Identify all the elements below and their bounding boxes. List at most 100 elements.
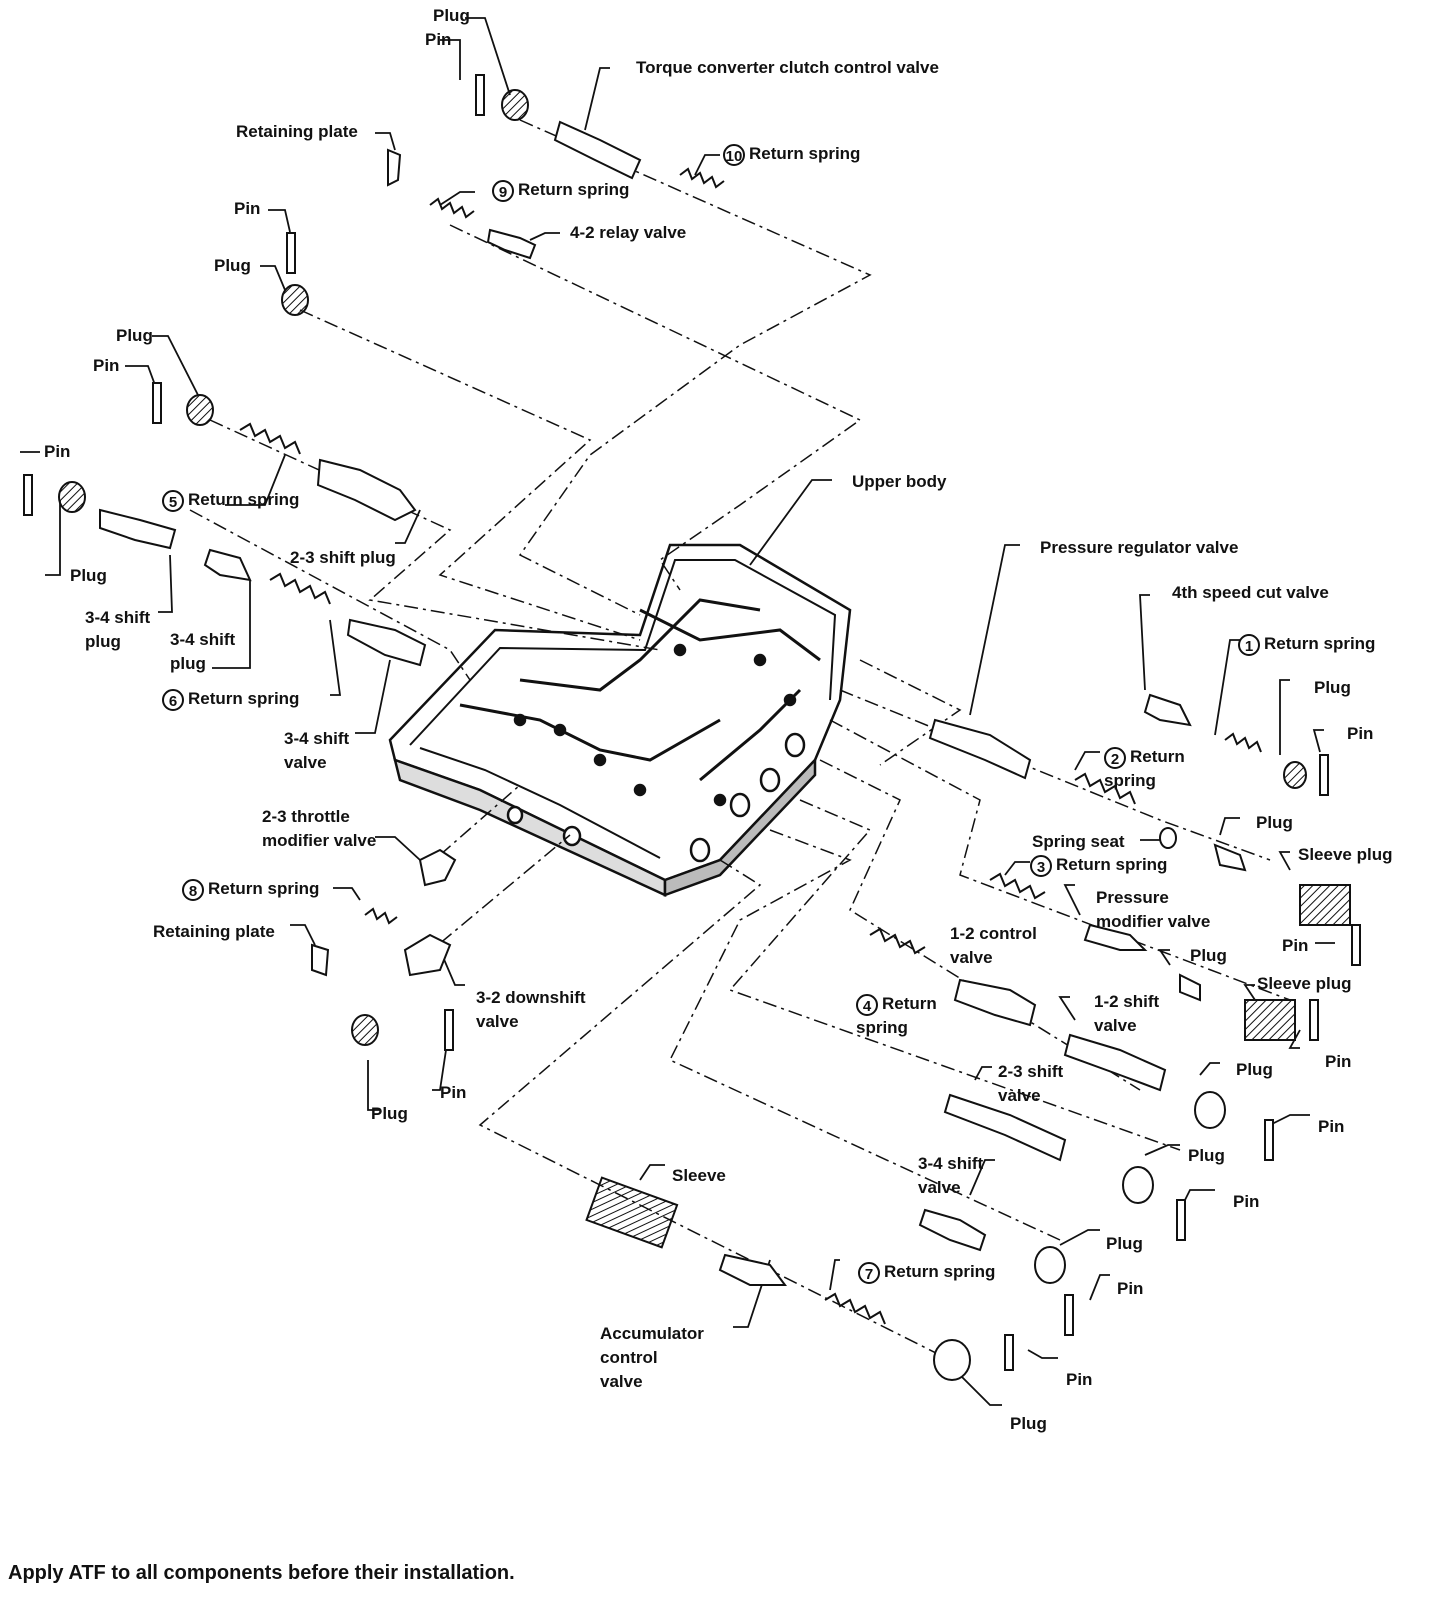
- plug-r7-part: [933, 1339, 971, 1381]
- label-plug-top: Plug: [433, 6, 470, 25]
- throttle-modifier-valve-part: [418, 848, 457, 887]
- return-spring-6-part: [269, 572, 331, 605]
- downshift-valve-3-2-part: [403, 933, 452, 977]
- label-pin-bottom-left: Pin: [440, 1083, 467, 1102]
- label-plug-r1: Plug: [1314, 678, 1351, 697]
- return-spring-9-part: [429, 197, 475, 219]
- label-sleeve-plug-1: Sleeve plug: [1298, 845, 1393, 864]
- label-plug-left1: Plug: [214, 256, 251, 275]
- return-spring-7-part: [824, 1292, 886, 1325]
- label-3-4-shift-plug-b: 3-4 shift plug: [170, 630, 236, 673]
- plug-r6-part: [1034, 1246, 1066, 1284]
- label-3-4-shift-valve-left: 3-4 shift valve: [284, 729, 350, 772]
- label-retaining-plate-top: Retaining plate: [236, 122, 358, 141]
- torque-converter-valve-part: [553, 120, 642, 180]
- sleeve-plug-2-part: [1244, 999, 1296, 1041]
- callout-5: 5: [162, 489, 184, 512]
- label-pin-left2: Pin: [93, 356, 120, 375]
- callout-10: 10: [723, 143, 745, 166]
- relay-valve-part: [486, 228, 537, 260]
- return-spring-3-part: [989, 872, 1046, 900]
- callout-1: 1: [1238, 633, 1260, 656]
- label-pin-r2: Pin: [1282, 936, 1309, 955]
- control-valve-1-2-part: [953, 978, 1037, 1027]
- label-retaining-plate-left: Retaining plate: [153, 922, 275, 941]
- plug-bottom-left-part: [351, 1014, 379, 1046]
- installation-note: Apply ATF to all components before their…: [8, 1562, 515, 1584]
- pin-left1-part: [286, 232, 296, 274]
- retaining-plate-top-part: [387, 148, 402, 187]
- accumulator-control-valve-part: [718, 1253, 787, 1286]
- label-3-4-shift-valve-right: 3-4 shift valve: [918, 1154, 984, 1197]
- return-spring-10-part: [679, 167, 725, 189]
- return-spring-5-part: [239, 422, 301, 455]
- label-plug-r7: Plug: [1010, 1414, 1047, 1433]
- spring-seat-part: [1159, 827, 1177, 849]
- label-1-2-shift-valve: 1-2 shift valve: [1094, 992, 1160, 1035]
- shift-valve-3-4-right-part: [918, 1208, 987, 1252]
- label-1-2-control-valve: 1-2 control valve: [950, 924, 1037, 967]
- pin-r7-part: [1004, 1334, 1014, 1371]
- pin-bottom-left-part: [444, 1009, 454, 1051]
- label-pin-r4: Pin: [1318, 1117, 1345, 1136]
- plug-left1-part: [281, 284, 309, 316]
- pin-r3-part: [1309, 999, 1319, 1041]
- label-4-2-relay-valve: 4-2 relay valve: [570, 223, 687, 242]
- pin-r4-part: [1264, 1119, 1274, 1161]
- pressure-regulator-valve-part: [928, 718, 1032, 780]
- label-pin-r7: Pin: [1066, 1370, 1093, 1389]
- pin-r1-part: [1319, 754, 1329, 796]
- leader-lines: [20, 17, 1335, 1406]
- label-sleeve-plug-2: Sleeve plug: [1257, 974, 1352, 993]
- pin-top-part: [475, 74, 485, 116]
- shift-valve-3-4-left-part: [346, 618, 427, 667]
- label-torque-converter-clutch-control-valve: Torque converter clutch control valve: [636, 58, 939, 77]
- upper-body: [388, 543, 852, 897]
- label-3-4-shift-plug-a: 3-4 shift plug: [85, 608, 151, 651]
- label-2-3-shift-plug: 2-3 shift plug: [290, 548, 396, 567]
- return-spring-1-part: [1224, 732, 1262, 753]
- label-accumulator-control-valve: Accumulator control valve: [600, 1324, 704, 1391]
- sleeve-plug-1-part: [1299, 884, 1351, 926]
- pressure-modifier-valve-part: [1083, 923, 1148, 951]
- pin-r2-part: [1351, 924, 1361, 966]
- label-plug-r4: Plug: [1236, 1060, 1273, 1079]
- label-pin-r5: Pin: [1233, 1192, 1260, 1211]
- label-plug-r5: Plug: [1188, 1146, 1225, 1165]
- parts: [23, 74, 1361, 1381]
- plug-r4-part: [1194, 1091, 1226, 1129]
- label-pin-r1: Pin: [1347, 724, 1374, 743]
- pin-r5-part: [1176, 1199, 1186, 1241]
- label-sleeve: Sleeve: [672, 1166, 726, 1185]
- shift-plug-3-4-a-part: [99, 508, 177, 550]
- label-spring-seat: Spring seat: [1032, 832, 1125, 851]
- return-spring-2-part: [1074, 772, 1136, 805]
- label-4th-speed-cut-valve: 4th speed cut valve: [1172, 583, 1329, 602]
- callout-3: 3: [1030, 854, 1052, 877]
- plug-top-part: [501, 89, 529, 121]
- label-pin-r6: Pin: [1117, 1279, 1144, 1298]
- pin-far-left-part: [23, 474, 33, 516]
- plug-r5-part: [1122, 1166, 1154, 1204]
- label-plug-bottom-left: Plug: [371, 1104, 408, 1123]
- callout-7: 7: [858, 1261, 880, 1284]
- label-pin-left1: Pin: [234, 199, 261, 218]
- label-plug-r3: Plug: [1190, 946, 1227, 965]
- shift-plug-2-3-part: [316, 458, 417, 522]
- plug-r3-part: [1179, 973, 1201, 1002]
- shift-valve-1-2-part: [1063, 1033, 1167, 1092]
- plug-left2-part: [186, 394, 214, 426]
- label-3-2-downshift-valve: 3-2 downshift valve: [476, 988, 586, 1031]
- plug-far-left-part: [58, 481, 86, 513]
- callout-6: 6: [162, 688, 184, 711]
- label-pin-top: Pin: [425, 30, 452, 49]
